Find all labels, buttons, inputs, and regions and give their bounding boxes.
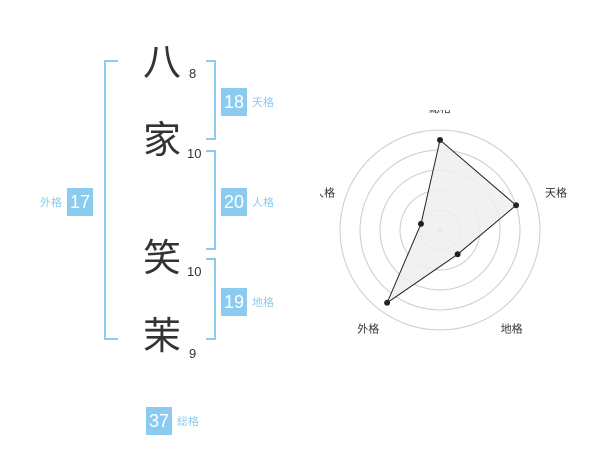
radar-point-1 (437, 137, 443, 143)
radar-point-5 (417, 220, 424, 227)
gaikaku-score: 外格 17 (40, 188, 94, 216)
stroke-count-2: 10 (187, 146, 202, 161)
radar-point-3 (454, 251, 461, 258)
jinkaku-bracket (206, 150, 216, 250)
radar-axis-label-3: 地格 (501, 322, 523, 336)
chikaku-label: 地格 (252, 296, 275, 309)
soukaku-value: 37 (146, 407, 173, 435)
radar-series-shape (385, 139, 517, 305)
chikaku-bracket (206, 258, 216, 340)
radar-point-4 (384, 299, 391, 306)
chikaku-value: 19 (221, 288, 248, 316)
soukaku-label: 総格 (177, 415, 200, 428)
jinkaku-value: 20 (221, 188, 248, 216)
gaikaku-bracket (104, 60, 118, 340)
gaikaku-label: 外格 (40, 196, 62, 209)
tenkaku-label: 天格 (252, 96, 275, 109)
stroke-count-3: 10 (187, 264, 202, 279)
stroke-count-1: 8 (189, 66, 197, 81)
name-char-2: 家 (142, 118, 181, 162)
gaikaku-value: 17 (67, 188, 94, 216)
radar-axis-label-1: 総格 (429, 110, 451, 115)
chikaku-score: 19 地格 (221, 288, 274, 316)
radar-axis-label-2: 天格 (545, 185, 567, 199)
radar-ring-5 (339, 129, 541, 331)
soukaku-score: 37 総格 (146, 407, 199, 435)
name-char-4: 茉 (142, 314, 181, 358)
name-char-3: 笑 (142, 236, 181, 280)
jinkaku-score: 20 人格 (221, 188, 274, 216)
jinkaku-label: 人格 (252, 196, 275, 209)
tenkaku-score: 18 天格 (221, 88, 274, 116)
radar-point-2 (513, 202, 520, 209)
radar-axis-label-4: 外格 (357, 322, 379, 336)
radar-axis-label-5: 人格 (320, 185, 335, 199)
tenkaku-bracket (206, 60, 216, 140)
name-char-1: 八 (142, 40, 181, 84)
tenkaku-value: 18 (221, 88, 248, 116)
stroke-count-4: 9 (189, 346, 197, 361)
